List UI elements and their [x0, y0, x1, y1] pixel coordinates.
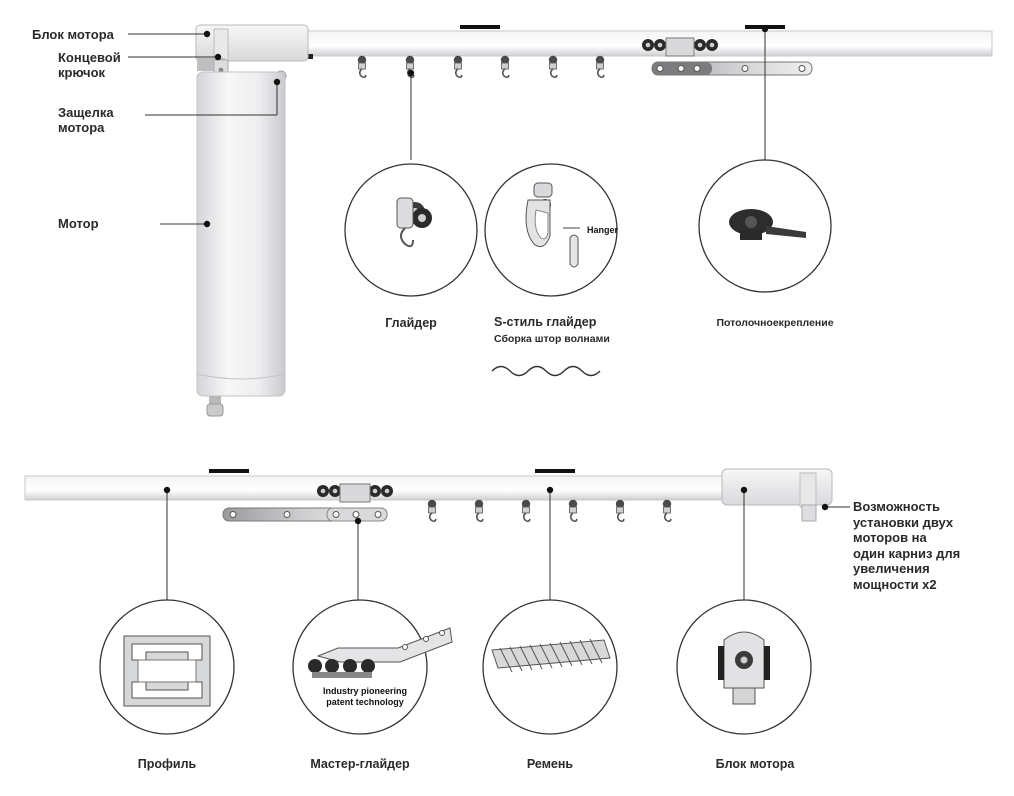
glider-detail-circle: [344, 163, 478, 297]
ceiling-mount-detail-circle: [698, 159, 832, 293]
bottom-motor-block-caption: Блок мотора: [715, 757, 795, 771]
belt-detail-circle: [482, 599, 618, 735]
hanger-caption: Hanger: [587, 225, 619, 235]
top-master-glider: [642, 37, 813, 76]
glider-caption: Глайдер: [385, 316, 437, 330]
motor-tube: [196, 71, 286, 417]
wave-assembly-caption: Сборка штор волнами: [494, 333, 610, 345]
bottom-leader-dots: [163, 486, 829, 525]
top-leader-lines: [128, 29, 766, 225]
bottom-master-glider: [222, 483, 393, 522]
dual-motor-note: Возможность установки двух моторов на од…: [853, 499, 961, 592]
patent-line-2: patent technology: [326, 697, 404, 707]
master-glider-caption: Мастер-глайдер: [310, 757, 410, 771]
top-glider-hooks: [356, 54, 606, 79]
motor-latch-label: Защелка мотора: [58, 105, 114, 135]
motor-label: Мотор: [58, 216, 99, 231]
wave-symbol: [491, 365, 601, 377]
ceiling-mount-caption: Потолочноекрепление: [716, 317, 834, 329]
top-leader-dots: [203, 25, 769, 228]
end-hook-label: Концевой крючок: [58, 50, 121, 80]
motor-block-label: Блок мотора: [32, 27, 114, 42]
profile-detail-circle: [99, 599, 235, 735]
top-curtain-rail: [195, 25, 993, 59]
belt-caption: Ремень: [526, 757, 574, 771]
patent-line-1: Industry pioneering: [322, 686, 407, 696]
bottom-motor-block: [721, 468, 833, 522]
bottom-leader-lines: [166, 490, 850, 610]
profile-caption: Профиль: [137, 757, 197, 771]
motor-block-detail-circle: [676, 599, 812, 735]
s-glider-detail-circle: [484, 163, 618, 297]
master-glider-detail-circle: [292, 599, 453, 735]
s-glider-caption: S-стиль глайдер: [494, 315, 597, 329]
